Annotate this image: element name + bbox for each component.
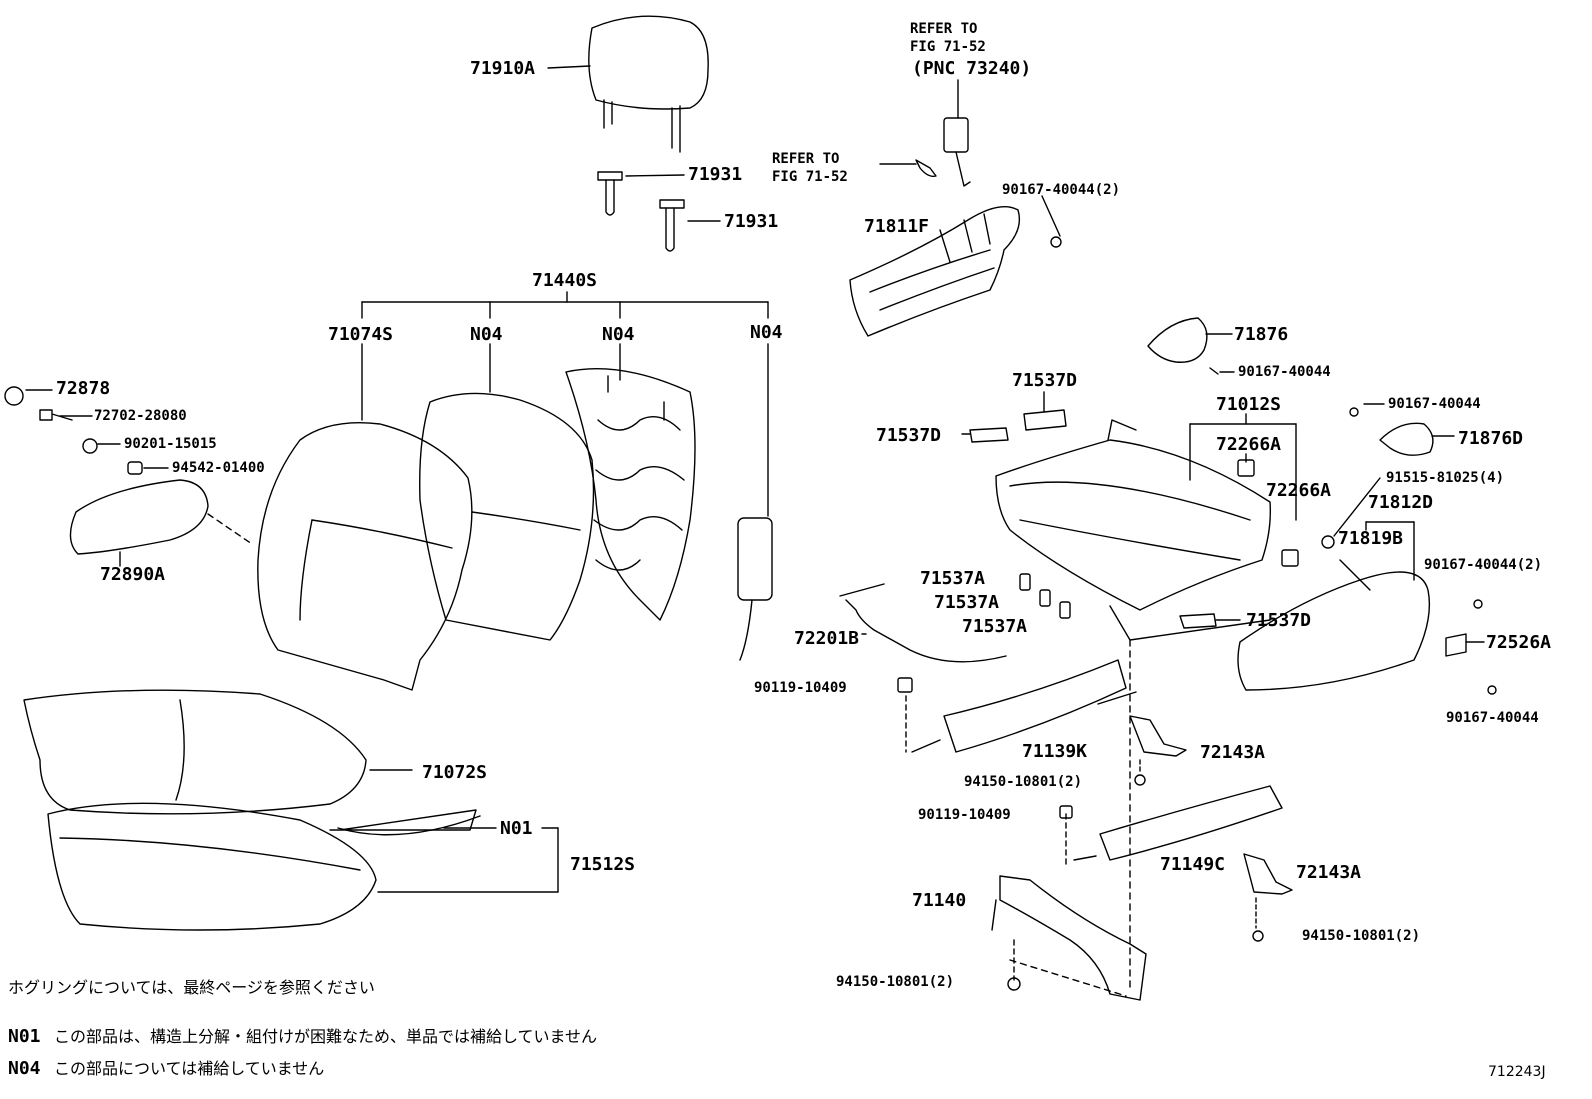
rail-cover-71149c-drawing	[1059, 785, 1283, 865]
label-72526a: 72526A	[1486, 632, 1552, 653]
note-hog-ring: ホグリングについては、最終ページを参照ください	[8, 978, 375, 997]
leg-71140-drawing	[991, 875, 1147, 1001]
refer-line3: (PNC 73240)	[912, 58, 1032, 79]
label-94150-10801-2a: 94150-10801(2)	[964, 774, 1083, 790]
refer-line1: REFER TO	[910, 21, 978, 37]
headrest-drawing	[547, 15, 709, 153]
back-assy-bracket-lines	[361, 291, 769, 517]
armrest-drawing	[4, 386, 253, 567]
label-72143a-2: 72143A	[1296, 862, 1362, 883]
label-90167-40044-d: 90167-40044	[1446, 710, 1539, 726]
label-71876: 71876	[1234, 324, 1289, 345]
label-94150-10801-2c: 94150-10801(2)	[1302, 928, 1421, 944]
label-90201-15015: 90201-15015	[124, 436, 217, 452]
pads-71537d-drawing	[961, 391, 1241, 629]
label-71537d-bottom: 71537D	[1246, 610, 1312, 631]
note-n04-code: N04	[8, 1058, 41, 1079]
airbag-module-drawing	[737, 517, 773, 661]
label-71512s: 71512S	[570, 854, 636, 875]
label-71139k: 71139K	[1022, 741, 1088, 762]
bracket-72143a-1-drawing	[1129, 715, 1187, 786]
label-72143a-1: 72143A	[1200, 742, 1266, 763]
label-71819b: 71819B	[1338, 528, 1404, 549]
label-71537a-1: 71537A	[920, 568, 986, 589]
outer-shield-drawing	[1237, 521, 1497, 695]
label-n04-c: N04	[750, 322, 783, 343]
label-71537a-2: 71537A	[934, 592, 1000, 613]
label-90167-40044-2b: 90167-40044(2)	[1424, 557, 1543, 573]
label-71931-a: 71931	[688, 164, 743, 185]
refer2-line1: REFER TO	[772, 151, 840, 167]
label-n04-b: N04	[602, 324, 635, 345]
note-n01-code: N01	[8, 1026, 41, 1047]
label-71910a: 71910A	[470, 58, 536, 79]
label-71931-b: 71931	[724, 211, 779, 232]
label-72266a-1: 72266A	[1216, 434, 1282, 455]
seatback-frame-drawing	[565, 368, 696, 621]
figure-id: 712243J	[1488, 1064, 1546, 1080]
label-71074s: 71074S	[328, 324, 394, 345]
cushion-assy-drawing	[47, 802, 559, 931]
label-71811f: 71811F	[864, 216, 930, 237]
headrest-guides-drawing	[597, 171, 721, 252]
rail-cover-71139k-drawing	[897, 659, 1127, 753]
label-71812d: 71812D	[1368, 492, 1434, 513]
note-n01-text: この部品は、構造上分解・組付けが困難なため、単品では補給していません	[54, 1027, 598, 1046]
label-72890a: 72890A	[100, 564, 166, 585]
label-90167-40044-b: 90167-40044	[1388, 396, 1481, 412]
label-90167-40044-2a: 90167-40044(2)	[1002, 182, 1121, 198]
seatback-pad-drawing	[419, 392, 595, 641]
refer2-line2: FIG 71-52	[772, 169, 848, 185]
label-72266a-2: 72266A	[1266, 480, 1332, 501]
label-91515-81025-4: 91515-81025(4)	[1386, 470, 1505, 486]
label-71012s: 71012S	[1216, 394, 1282, 415]
label-71149c: 71149C	[1160, 854, 1226, 875]
label-94542-01400: 94542-01400	[172, 460, 265, 476]
label-71140: 71140	[912, 890, 967, 911]
leader-71139k	[1097, 691, 1137, 705]
label-n04-a: N04	[470, 324, 503, 345]
bracket-72143a-2-drawing	[1243, 853, 1293, 942]
label-71537d-top: 71537D	[1012, 370, 1078, 391]
label-71537d-left: 71537D	[876, 425, 942, 446]
inner-shield-drawing	[849, 195, 1062, 337]
cushion-cover-drawing	[23, 689, 413, 815]
rod-72201b-drawing	[839, 583, 1007, 663]
cover-71876-drawing	[1147, 317, 1235, 375]
label-90119-10409-b: 90119-10409	[918, 807, 1011, 823]
label-90119-10409-a: 90119-10409	[754, 680, 847, 696]
label-94150-10801-2b: 94150-10801(2)	[836, 974, 955, 990]
pads-71537a-drawing	[1019, 573, 1071, 619]
note-n04-text: この部品については補給していません	[54, 1059, 325, 1078]
label-72878: 72878	[56, 378, 111, 399]
label-72201b: 72201B	[794, 628, 860, 649]
seatback-cover-drawing	[257, 422, 473, 691]
dashed-guide	[1009, 959, 1127, 997]
cover-71876d-drawing	[1321, 403, 1455, 549]
refer-line2: FIG 71-52	[910, 39, 986, 55]
label-90167-40044-a: 90167-40044	[1238, 364, 1331, 380]
label-n01: N01	[500, 818, 533, 839]
label-71440s: 71440S	[532, 270, 598, 291]
label-72702-28080: 72702-28080	[94, 408, 187, 424]
seat-adjuster-drawing	[995, 413, 1299, 991]
seatbelt-buckle-drawing	[879, 79, 971, 187]
label-71537a-3: 71537A	[962, 616, 1028, 637]
label-71876d: 71876D	[1458, 428, 1524, 449]
label-71072s: 71072S	[422, 762, 488, 783]
